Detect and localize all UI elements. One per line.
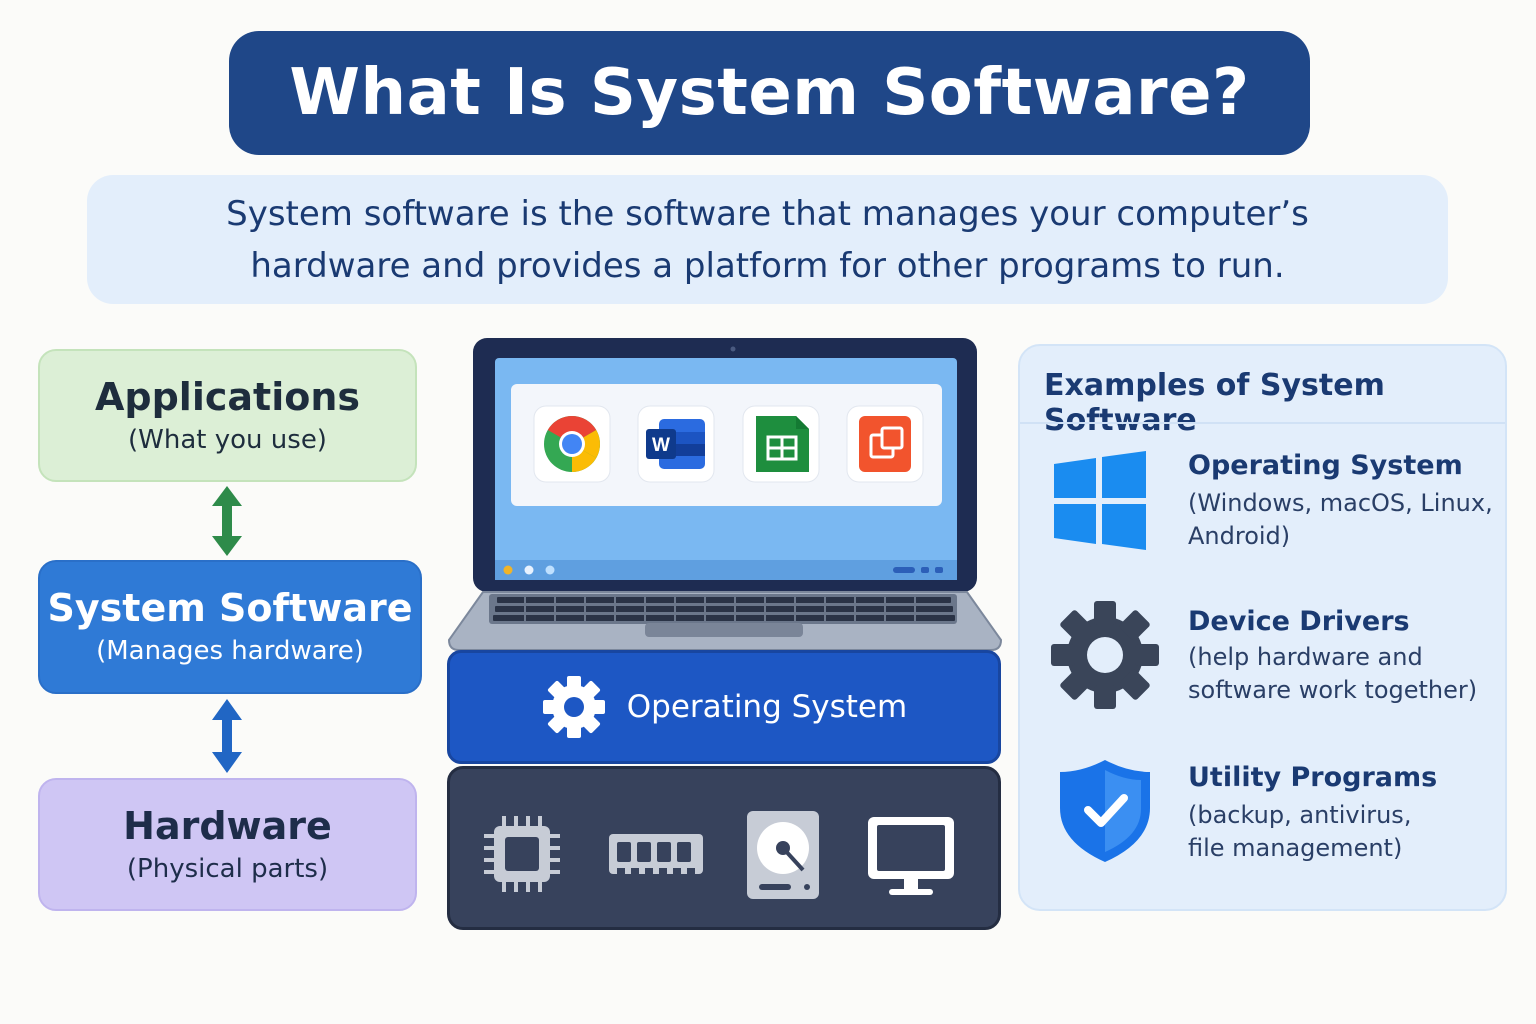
examples-divider [1020,422,1505,424]
example-desc-os-2: Android) [1188,522,1291,550]
page-title: What Is System Software? [289,56,1250,130]
example-name-drivers: Device Drivers [1188,606,1410,637]
slides-icon [846,405,924,483]
applications-desc: (What you use) [128,424,327,455]
hardware-band [447,766,1001,930]
double-arrow-green-icon [212,486,242,556]
system-software-layer: System Software (Manages hardware) [38,560,422,694]
example-name-os: Operating System [1188,450,1463,481]
definition-line-1: System software is the software that man… [226,193,1309,234]
sheets-icon [742,405,820,483]
windows-logo-icon [1054,451,1146,550]
hardware-layer: Hardware (Physical parts) [38,778,417,911]
gear-icon [1051,601,1159,709]
monitor-icon [868,817,954,895]
chrome-icon [533,405,611,483]
examples-title: Examples of System Software [1044,368,1385,438]
cpu-icon [484,816,560,892]
example-desc-utilities-2: file management) [1188,834,1403,862]
applications-layer: Applications (What you use) [38,349,417,482]
example-desc-drivers-2: software work together) [1188,676,1478,704]
example-desc-os-1: (Windows, macOS, Linux, [1188,489,1493,517]
example-desc-utilities-1: (backup, antivirus, [1188,801,1412,829]
hardware-desc: (Physical parts) [126,853,329,884]
examples-panel: Examples of System Software Operating Sy… [1018,344,1507,911]
example-desc-drivers-1: (help hardware and [1188,643,1423,671]
double-arrow-blue-icon [212,699,242,773]
system-software-label: System Software [47,586,413,630]
system-software-desc: (Manages hardware) [96,636,364,666]
title-banner: What Is System Software? [229,31,1310,155]
gear-icon [542,676,605,738]
word-icon: W [637,405,715,483]
operating-system-band: Operating System [447,650,1001,764]
hardware-label: Hardware [123,803,332,848]
word-letter: W [652,435,670,456]
definition-box: System software is the software that man… [87,175,1448,304]
hard-drive-icon [747,811,819,899]
shield-check-icon [1060,760,1150,862]
operating-system-label: Operating System [626,689,908,725]
ram-icon [609,834,703,874]
example-name-utilities: Utility Programs [1188,762,1438,793]
applications-label: Applications [95,374,360,419]
laptop-illustration: W [447,338,1003,651]
definition-line-2: hardware and provides a platform for oth… [250,245,1285,286]
